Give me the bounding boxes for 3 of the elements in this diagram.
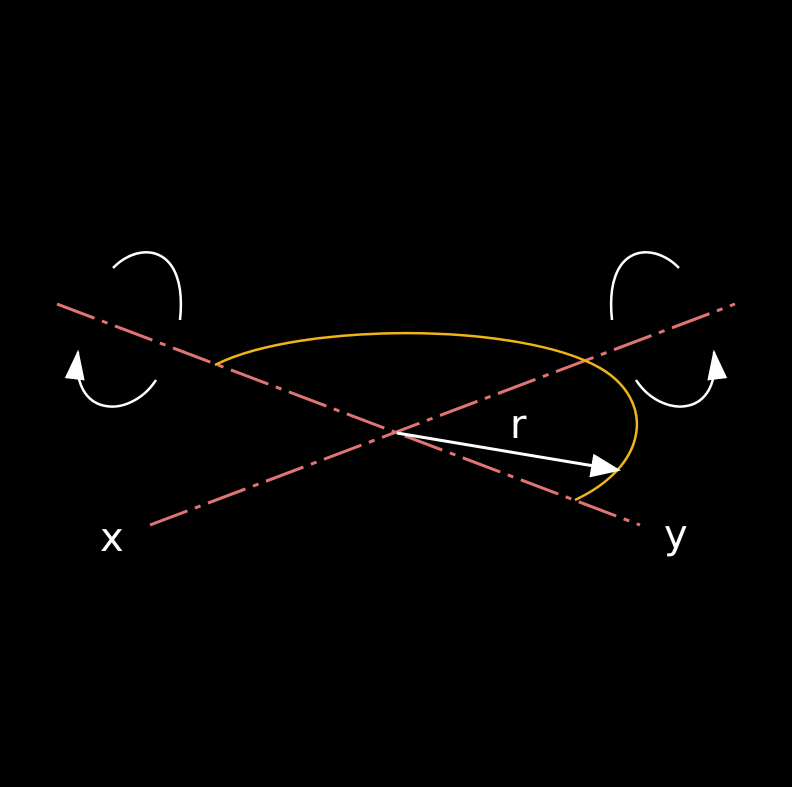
axis-label: x bbox=[100, 518, 124, 558]
axis-label: y bbox=[664, 515, 688, 555]
radius-label: r bbox=[510, 405, 526, 445]
